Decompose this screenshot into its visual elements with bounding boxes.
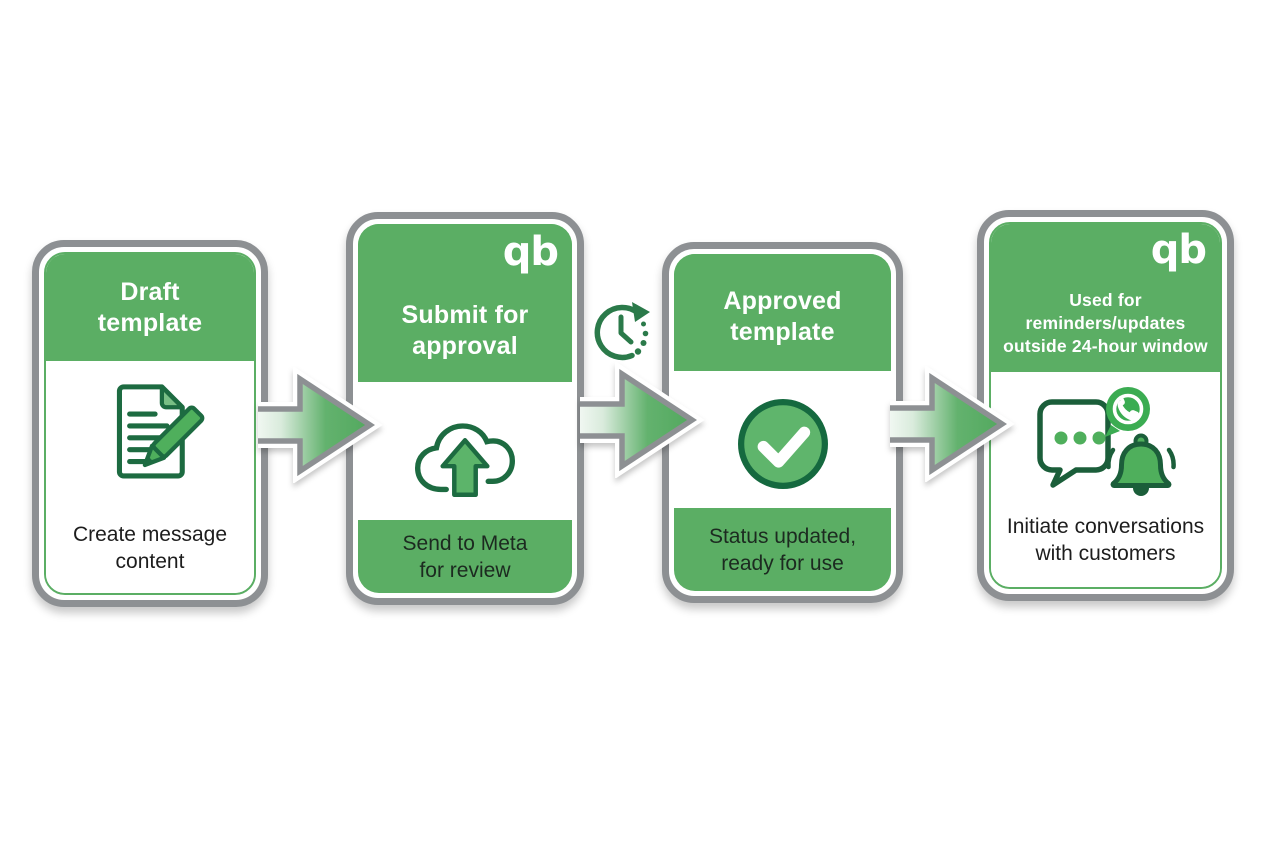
step-header: qb Used for reminders/updates outside 24… (991, 224, 1220, 372)
step-title: Submit for approval (401, 301, 529, 360)
icon-band (358, 382, 572, 520)
flow-arrow-icon (258, 367, 383, 483)
step-body: Create message content (46, 361, 254, 593)
step-caption: Create message content (72, 523, 228, 573)
quickbooks-logo: qb (1150, 227, 1207, 273)
step-card-reminders-updates: qb Used for reminders/updates outside 24… (977, 210, 1234, 601)
step-card-draft-template: Draft template (32, 240, 268, 607)
step-caption: Send to Meta for review (402, 531, 528, 582)
step-card-inner: qb Submit for approval Send to Meta for … (358, 224, 572, 593)
step-header: Draft template (46, 254, 254, 361)
flow-arrow-icon (580, 362, 705, 478)
pending-clock-icon (594, 302, 650, 361)
step-card-inner: Approved template Status updated, ready … (674, 254, 891, 591)
step-footer: Status updated, ready for use (674, 508, 891, 591)
quickbooks-logo: qb (502, 229, 559, 275)
step-caption: Initiate conversations with customers (1006, 515, 1205, 565)
notification-bell-icon (1105, 433, 1176, 496)
whatsapp-icon (1104, 387, 1150, 437)
step-header: qb Submit for approval (358, 224, 572, 382)
pencil-glyph (142, 405, 205, 468)
step-title: Used for reminders/updates outside 24-ho… (1003, 290, 1208, 356)
chat-whatsapp-bell-icon (1036, 387, 1176, 496)
step-title: Draft template (97, 277, 203, 337)
step-card-inner: qb Used for reminders/updates outside 24… (989, 222, 1222, 589)
step-footer: Send to Meta for review (358, 520, 572, 593)
icon-band (674, 371, 891, 508)
step-card-inner: Draft template (44, 252, 256, 595)
step-title: Approved template (723, 286, 842, 346)
chat-bubble-icon (1036, 399, 1111, 488)
step-caption: Status updated, ready for use (708, 524, 857, 575)
cloud-upload-icon (414, 423, 516, 497)
flow-arrow-icon (890, 366, 1015, 482)
check-circle-icon (737, 398, 828, 489)
document-pencil-icon (116, 384, 205, 479)
step-body: Initiate conversations with customers (991, 372, 1220, 587)
step-header: Approved template (674, 254, 891, 371)
